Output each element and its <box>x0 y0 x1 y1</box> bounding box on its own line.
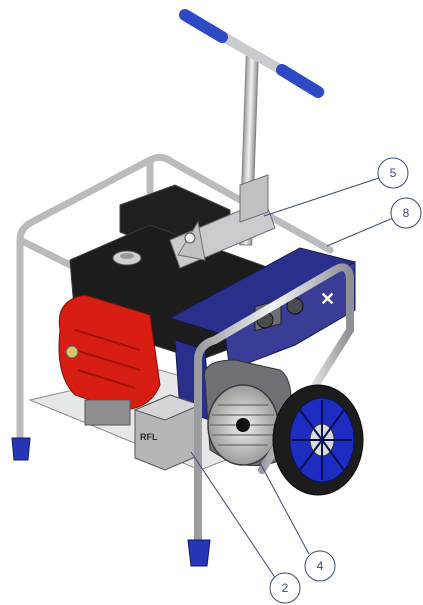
svg-text:2: 2 <box>282 581 289 595</box>
junction-box: RFL <box>133 394 202 471</box>
callout-4: 4 <box>304 550 336 582</box>
callout-leaders <box>190 177 394 580</box>
wheel <box>272 384 364 496</box>
handle-grip-right <box>276 64 324 98</box>
housing-label: RFL <box>140 432 158 442</box>
engine-red-housing <box>58 294 161 411</box>
svg-text:5: 5 <box>390 166 397 180</box>
handle-bracket <box>169 174 276 269</box>
callout-8: 8 <box>390 197 422 229</box>
handle-grip-left <box>179 9 228 43</box>
foot-front <box>187 539 211 567</box>
callout-2: 2 <box>269 572 301 604</box>
callout-5: 5 <box>377 157 409 189</box>
svg-text:8: 8 <box>403 206 410 220</box>
alternator <box>203 359 292 466</box>
socket-panel: ✕ <box>224 261 356 371</box>
foot-left <box>11 437 31 461</box>
svg-text:4: 4 <box>317 559 324 573</box>
svg-text:✕: ✕ <box>320 289 335 309</box>
t-handle <box>179 9 325 246</box>
